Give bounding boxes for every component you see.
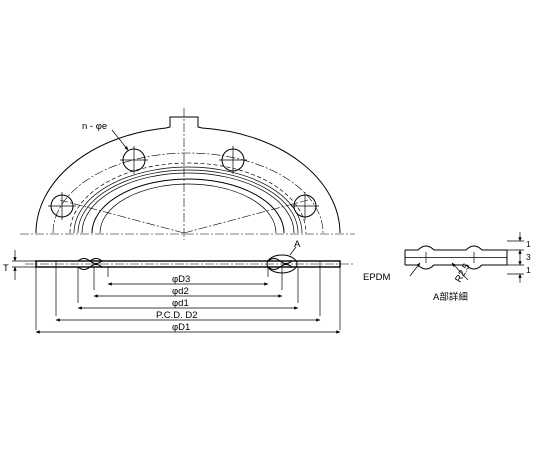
- seal-ring-2: [81, 172, 295, 234]
- bolt-line-right: [183, 199, 309, 234]
- thickness-label: T: [3, 263, 9, 274]
- dim-d1: φd1: [77, 298, 299, 310]
- hole-spec-leader: [111, 129, 129, 151]
- svg-text:φD1: φD1: [172, 322, 190, 333]
- dim-top-label: 1: [526, 239, 531, 249]
- dim-pcd: P.C.D. D2: [55, 310, 321, 322]
- detail-a-marker: A: [294, 239, 301, 250]
- bolt-hole-left-lower: [48, 192, 76, 220]
- svg-text:φd1: φd1: [172, 298, 189, 309]
- bolt-hole-left-upper: [120, 146, 148, 174]
- section-view: T A φD3 φd2: [3, 239, 355, 334]
- bolt-hole-right-upper: [219, 146, 247, 174]
- bead-right: [267, 258, 293, 264]
- bolt-hole-right-lower: [291, 192, 319, 220]
- bolt-line-left: [59, 199, 185, 234]
- bead-left: [77, 258, 103, 264]
- seal-ring-4: [73, 166, 303, 234]
- detail-a: R2.5 EPDM 1 3 1 A部詳細: [363, 232, 531, 303]
- dim-od: φD1: [35, 322, 341, 334]
- front-view: n - φe: [20, 108, 355, 240]
- detail-a-upper-edge: [405, 245, 507, 251]
- pitch-circle: [52, 152, 324, 234]
- svg-text:φD3: φD3: [172, 274, 190, 285]
- dim-d2: φd2: [93, 286, 283, 298]
- dim-bot-label: 1: [526, 265, 531, 275]
- seal-ring-3: [77, 169, 299, 234]
- inner-bore: [91, 178, 285, 234]
- svg-text:P.C.D. D2: P.C.D. D2: [156, 310, 198, 321]
- svg-text:φd2: φd2: [172, 286, 189, 297]
- hole-spec-label: n - φe: [82, 121, 107, 132]
- flange-outline: [35, 116, 341, 234]
- material-label: EPDM: [363, 272, 391, 283]
- raised-face-ring: [69, 162, 307, 234]
- dim-d3: φD3: [107, 274, 269, 286]
- detail-a-caption: A部詳細: [433, 291, 468, 303]
- seal-ring-1: [99, 183, 277, 234]
- dim-mid-label: 3: [526, 252, 531, 262]
- detail-a-lower-edge: [405, 264, 507, 270]
